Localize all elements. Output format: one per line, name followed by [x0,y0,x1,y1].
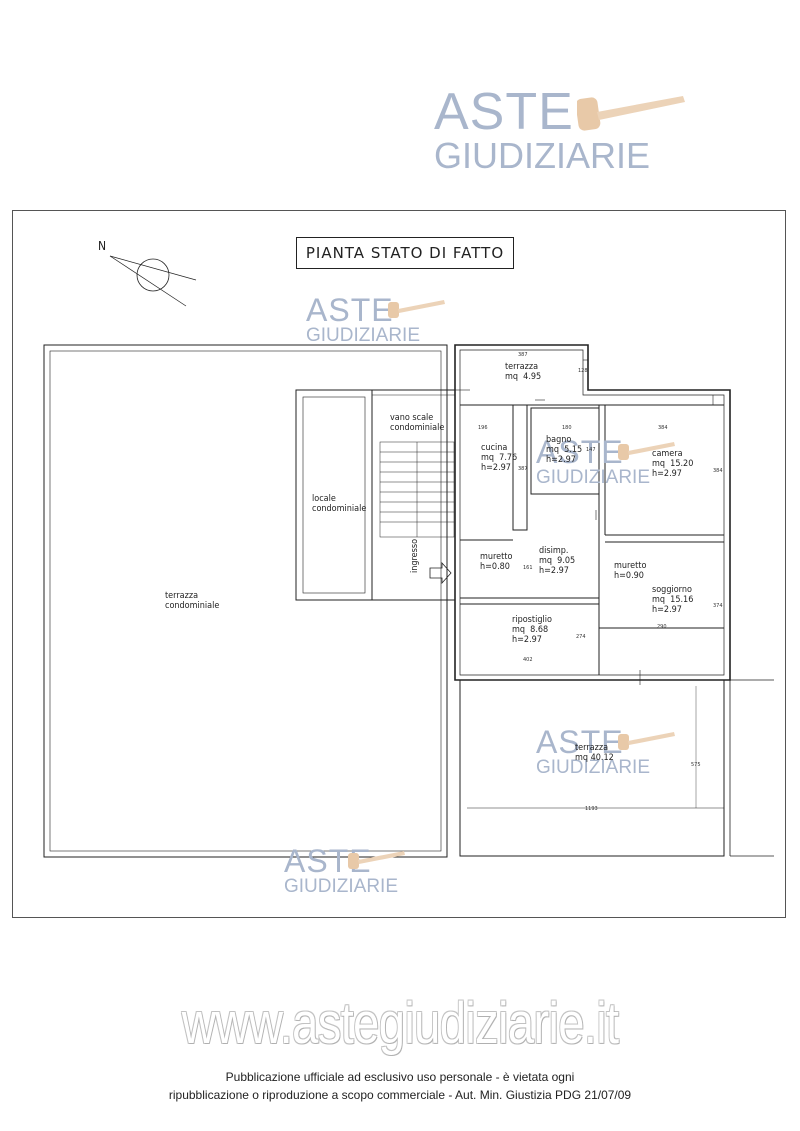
watermark-aste-text: ASTE [306,292,394,328]
dimension-label: 387 [518,466,528,472]
dimension-label: 161 [523,565,533,571]
dimension-label: 575 [691,762,701,768]
dimension-label: 387 [518,352,528,358]
watermark-logo-5: ASTE GIUDIZIARIE [284,845,405,897]
north-label: N [98,239,107,253]
gavel-icon [577,96,685,131]
watermark-giudiziarie-text: GIUDIZIARIE [536,467,651,488]
dimension-label: 274 [576,634,586,640]
website-url: www.astegiudiziarie.it [181,991,619,1056]
gavel-icon [618,732,675,750]
watermark-giudiziarie-text: GIUDIZIARIE [434,135,651,176]
dimension-label: 1193 [585,806,598,812]
drawing-frame [12,210,786,918]
dimension-label: 147 [586,447,596,453]
gavel-icon [388,300,445,318]
dimension-label: 180 [562,425,572,431]
dimension-label: 196 [478,425,488,431]
watermark-giudiziarie-text: GIUDIZIARIE [536,757,651,778]
plan-title: PIANTA STATO DI FATTO [296,237,514,269]
gavel-icon [348,851,405,869]
watermark-logo-top: ASTE GIUDIZIARIE [432,86,692,181]
dimension-label: 402 [523,657,533,663]
gavel-icon [618,442,675,460]
north-arrow-icon [109,255,197,307]
watermark-logo-4: ASTE GIUDIZIARIE [536,724,675,778]
room-ingresso: ingresso [410,538,420,573]
notice-line-2: ripubblicazione o riproduzione a scopo c… [168,1088,632,1102]
notice-line-1: Pubblicazione ufficiale ad esclusivo uso… [225,1070,575,1084]
watermark-logo-3: ASTE GIUDIZIARIE [536,434,675,488]
dimension-label: 384 [713,468,723,474]
dimension-label: 128 [578,368,588,374]
watermark-logo-2: ASTE GIUDIZIARIE [306,292,445,346]
watermark-giudiziarie-text: GIUDIZIARIE [284,876,399,897]
watermark-aste-text: ASTE [536,724,624,760]
watermark-aste-text: ASTE [536,434,624,470]
watermark-giudiziarie-text: GIUDIZIARIE [306,325,421,346]
dimension-label: 290 [657,624,667,630]
dimension-label: 374 [713,603,723,609]
dimension-label: 384 [658,425,668,431]
watermark-aste-text: ASTE [434,83,574,141]
